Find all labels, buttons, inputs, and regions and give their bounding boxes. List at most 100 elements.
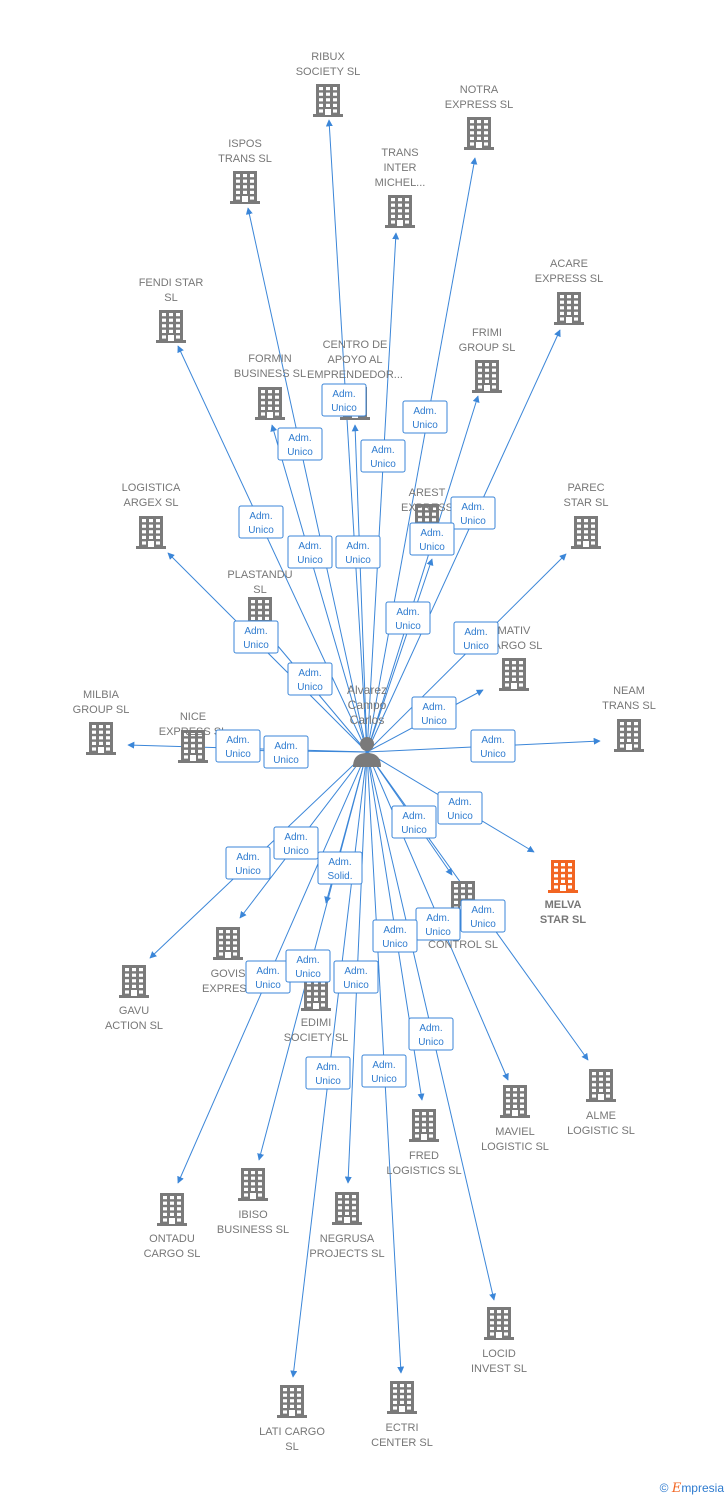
role-badge-trans-inter-michel[interactable]: Adm.Unico [360,439,406,473]
brand-initial: E [671,1481,682,1496]
edge-label-text: Adm. [426,913,449,924]
role-badge-maviel-logistic-sl[interactable]: Adm.Unico [415,907,461,941]
edge-label-text: Adm. [422,702,445,713]
role-badge-acare-express-sl[interactable]: Adm.Unico [450,496,496,530]
node-label: AREST [409,487,446,499]
role-badge-plastandu-sl[interactable]: Adm.Unico [287,662,333,696]
edge-label-text: Adm. [298,541,321,552]
node-label: BUSINESS SL [217,1224,289,1236]
edge-label-text: Adm. [383,925,406,936]
node-trans-inter-michel[interactable]: TRANSINTERMICHEL... [375,147,426,228]
node-label: PLASTANDU [227,569,292,581]
node-label: EDIMI [301,1017,332,1029]
role-badge-formin-business-sl[interactable]: Adm.Unico [287,535,333,569]
edge-label-text: Adm. [284,832,307,843]
role-badge-arest-express[interactable]: Adm.Unico [385,601,431,635]
node-label: FRED [409,1150,439,1162]
role-badge-melva-star-sl[interactable]: Adm.Unico [437,791,483,825]
role-badge-parec-star-sl[interactable]: Adm.Unico [453,621,499,655]
edge-label-text: Adm. [372,1060,395,1071]
edge-label-text: Unico [287,447,313,458]
role-badge-lati-cargo-sl[interactable]: Adm.Unico [305,1056,351,1090]
role-badge-fendi-star-sl[interactable]: Adm.Unico [238,505,284,539]
node-label: LOGISTIC SL [567,1125,635,1137]
role-badge-ectri-center-sl[interactable]: Adm.Unico [361,1054,407,1088]
role-badge-ibiso-business-sl[interactable]: Adm.Unico [245,960,291,994]
role-badge-ribux-society-sl-2[interactable]: Adm.Unico [335,535,381,569]
edge-label-text: Unico [315,1076,341,1087]
building-icon [387,1381,417,1414]
role-badge-centro-apoyo[interactable]: Adm.Unico [321,383,367,417]
node-label: EXPRESS SL [445,99,513,111]
edge-label-text: Unico [343,980,369,991]
building-icon [213,927,243,960]
footer-brand[interactable]: © Empresia [660,1481,724,1496]
node-label: ISPOS [228,138,262,150]
edge-label-text: Unico [418,1037,444,1048]
edge-label-text: Unico [295,969,321,980]
role-badge-fred-logistics-sl[interactable]: Adm.Unico [372,919,418,953]
edge-frimi-group-sl [366,395,480,753]
role-badge-logistica-argex-sl[interactable]: Adm.Unico [233,620,279,654]
building-icon [500,1085,530,1118]
node-label: APOYO AL [327,354,382,366]
building-icon [409,1109,439,1142]
role-badge-govis-express[interactable]: Adm.Unico [273,826,319,860]
node-label: GROUP SL [459,342,516,354]
role-badge-gavu-action-sl[interactable]: Adm.Unico [225,846,271,880]
node-label: BUSINESS SL [234,368,306,380]
role-badge-mativ-cargo-sl[interactable]: Adm.Unico [411,696,457,730]
role-badge-alme-logistic-sl[interactable]: Adm.Unico [460,899,506,933]
building-icon [332,1192,362,1225]
node-label: INVEST SL [471,1363,527,1375]
role-badge-control-sl[interactable]: Adm.Unico [391,805,437,839]
edge-label-text: Adm. [298,668,321,679]
edge-label-text: Unico [463,641,489,652]
role-badge-nice-express-sl[interactable]: Adm.Unico [215,729,261,763]
node-label: NEGRUSA [320,1233,375,1245]
role-badge-locid-invest-sl[interactable]: Adm.Unico [408,1017,454,1051]
role-badge-milbia-group-sl-2[interactable]: Adm.Unico [263,735,309,769]
role-badge-frimi-group-sl[interactable]: Adm.Unico [409,522,455,556]
edge-label-text: Unico [235,866,261,877]
role-badge-edimi-society-sl[interactable]: Adm.Solid. [317,851,363,885]
building-icon [136,516,166,549]
role-badge-negrusa-projects-sl[interactable]: Adm.Unico [333,960,379,994]
role-badge-ontadu-cargo-sl[interactable]: Adm.Unico [285,949,331,983]
role-badge-neam-trans-sl[interactable]: Adm.Unico [470,729,516,763]
edge-label-text: Adm. [448,797,471,808]
node-label: CENTRO DE [323,339,388,351]
role-badge-ispos-trans-sl[interactable]: Adm.Unico [277,427,323,461]
role-badge-notra-express-sl[interactable]: Adm.Unico [402,400,448,434]
building-icon [119,965,149,998]
